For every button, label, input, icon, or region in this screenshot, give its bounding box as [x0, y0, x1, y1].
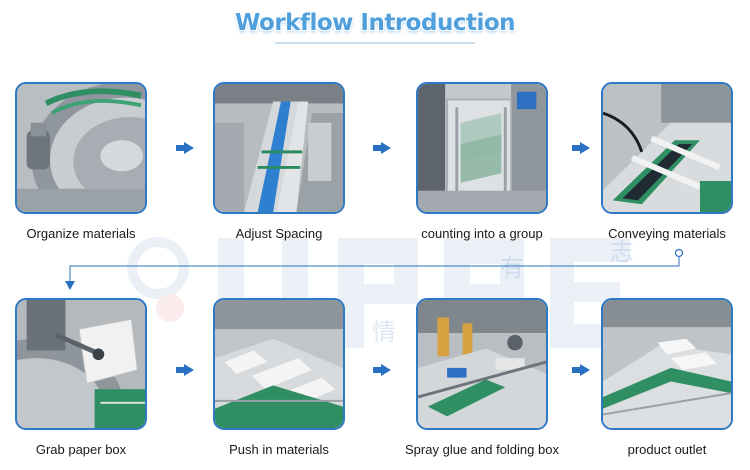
step-image-conveying-materials	[601, 82, 733, 214]
watermark-char: 情	[372, 319, 396, 346]
arrow-right-icon	[572, 364, 590, 376]
step-label: Adjust Spacing	[235, 226, 323, 241]
spacing-conveyor-icon	[215, 84, 343, 212]
suction-box-picker-icon	[17, 300, 145, 428]
step-label: Push in materials	[229, 442, 329, 457]
step-image-push-in-materials	[213, 298, 345, 430]
step-image-grab-paper-box	[15, 298, 147, 430]
arrow-right-icon	[176, 142, 194, 154]
counting-unit-icon	[418, 84, 546, 212]
page-title: Workflow Introduction	[234, 10, 516, 36]
step-image-organize-materials	[15, 82, 147, 214]
step-label: counting into a group	[421, 226, 543, 241]
step-label: Spray glue and folding box	[405, 442, 559, 457]
step-image-product-outlet	[601, 298, 733, 430]
step-image-adjust-spacing	[213, 82, 345, 214]
arrow-right-icon	[176, 364, 194, 376]
arrow-right-icon	[373, 364, 391, 376]
outlet-chute-icon	[603, 300, 731, 428]
step-image-spray-glue-and-folding-box	[416, 298, 548, 430]
glue-folding-unit-icon	[418, 300, 546, 428]
step-label: product outlet	[627, 442, 707, 457]
title-underline	[275, 42, 475, 44]
watermark-char: 有	[500, 255, 524, 282]
step-label: Organize materials	[26, 226, 136, 241]
bucket-conveyor-icon	[603, 84, 731, 212]
step-label: Conveying materials	[608, 226, 726, 241]
vibrating-bowl-feeder-icon	[17, 84, 145, 212]
pusher-unit-icon	[215, 300, 343, 428]
step-label: Grab paper box	[35, 442, 127, 457]
step-image-counting-into-a-group	[416, 82, 548, 214]
upper-watermark-logo	[127, 237, 630, 348]
arrow-right-icon	[373, 142, 391, 154]
arrow-right-icon	[572, 142, 590, 154]
